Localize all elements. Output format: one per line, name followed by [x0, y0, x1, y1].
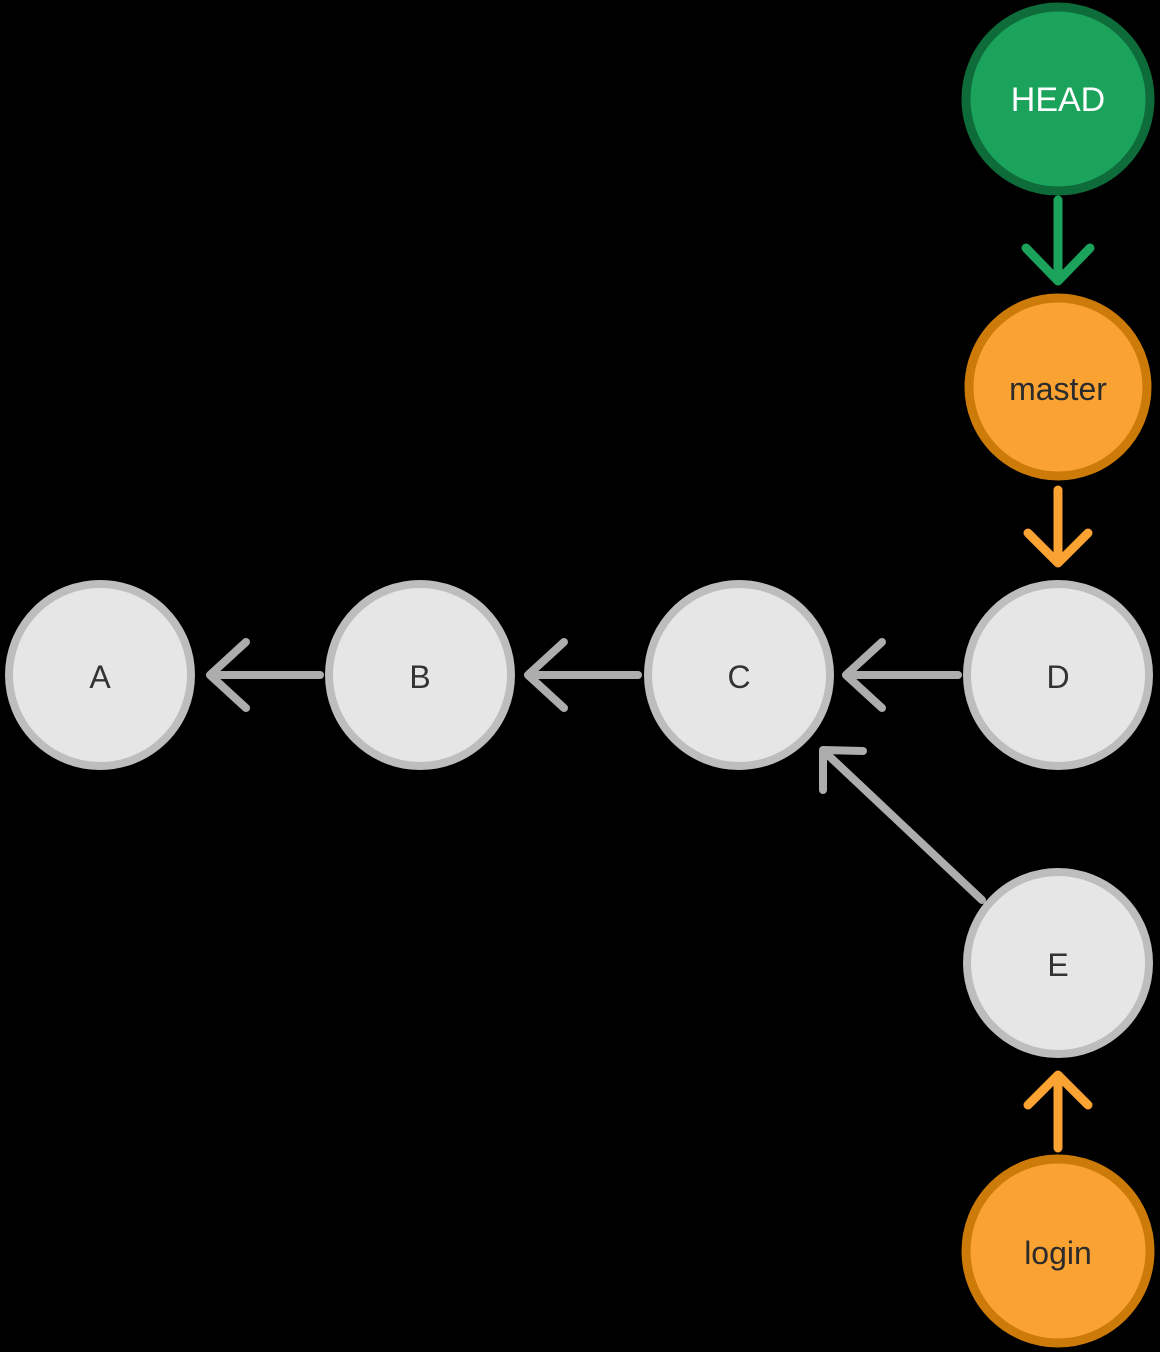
edge-master-to-d [1023, 485, 1093, 568]
commit-a-circle[interactable] [5, 580, 195, 770]
head-circle[interactable] [961, 2, 1155, 196]
edge-b-to-a [206, 638, 324, 712]
edge-login-to-e-arrowhead [1023, 1070, 1093, 1110]
edge-e-to-c-arrowhead [819, 746, 867, 794]
edge-c-to-b-arrowhead [524, 638, 568, 712]
commit-b-circle[interactable] [325, 580, 515, 770]
edge-master-to-d-arrowhead [1023, 528, 1093, 568]
node-ref-head[interactable]: HEAD [961, 2, 1155, 196]
edge-c-to-b [524, 638, 642, 712]
master-label: master [1009, 371, 1107, 407]
head-label: HEAD [1011, 81, 1105, 119]
login-label: login [1024, 1235, 1092, 1271]
node-commit-e[interactable]: E [963, 868, 1153, 1058]
edge-b-to-a-arrowhead [206, 638, 250, 712]
commit-b-label: B [409, 659, 430, 695]
commit-e-circle[interactable] [963, 868, 1153, 1058]
commit-d-label: D [1046, 659, 1069, 695]
commit-c-label: C [727, 659, 750, 695]
node-commit-a[interactable]: A [5, 580, 195, 770]
commit-e-label: E [1047, 947, 1068, 983]
commit-d-circle[interactable] [963, 580, 1153, 770]
node-commit-d[interactable]: D [963, 580, 1153, 770]
commit-c-circle[interactable] [644, 580, 834, 770]
edge-e-to-c-shaft [824, 751, 986, 904]
edge-e-to-c [819, 746, 986, 904]
node-branch-master[interactable]: master [964, 293, 1152, 481]
edge-login-to-e [1023, 1070, 1093, 1153]
edge-head-to-master [1021, 195, 1095, 286]
node-commit-c[interactable]: C [644, 580, 834, 770]
commit-a-label: A [89, 659, 111, 695]
login-circle[interactable] [961, 1154, 1155, 1348]
node-commit-b[interactable]: B [325, 580, 515, 770]
edge-d-to-c-arrowhead [842, 638, 886, 712]
edge-head-to-master-arrowhead [1021, 243, 1095, 286]
node-branch-login[interactable]: login [961, 1154, 1155, 1348]
master-circle[interactable] [964, 293, 1152, 481]
edge-d-to-c [842, 638, 962, 712]
